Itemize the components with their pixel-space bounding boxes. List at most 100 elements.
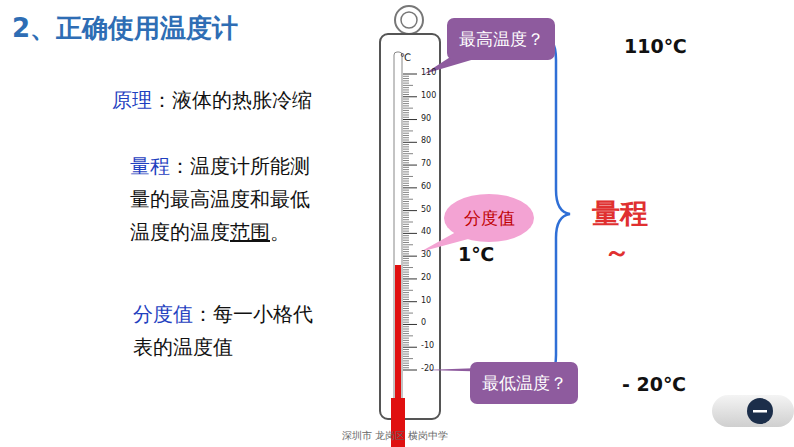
scale-tick bbox=[403, 226, 409, 227]
scale-tick bbox=[403, 247, 409, 248]
slide-title: 2、正确使用温度计 bbox=[12, 14, 238, 44]
scale-tick bbox=[403, 112, 409, 113]
scale-tick bbox=[403, 103, 409, 104]
callout-text: 最高温度？ bbox=[459, 28, 544, 51]
scale-number: 100 bbox=[421, 91, 436, 100]
scale-tick bbox=[403, 363, 409, 364]
scale-tick bbox=[403, 347, 417, 348]
scale-tick bbox=[403, 269, 409, 270]
scale-tick bbox=[403, 303, 409, 304]
definition-paragraph: 分度值：每一小格代表的温度值 bbox=[133, 298, 323, 364]
scale-tick bbox=[403, 244, 413, 245]
watermark: 深圳市 龙岗区 横岗中学 bbox=[342, 430, 448, 442]
scale-number: 90 bbox=[421, 114, 431, 123]
range-tilde: ～ bbox=[604, 238, 630, 268]
scale-tick bbox=[403, 165, 417, 166]
scale-number: 110 bbox=[421, 68, 436, 77]
scale-tick bbox=[403, 142, 417, 143]
callout-text: 最低温度？ bbox=[482, 372, 567, 395]
callout-ellipse: 分度值 bbox=[444, 194, 534, 242]
scale-tick bbox=[403, 344, 409, 345]
scale-tick bbox=[403, 210, 417, 211]
scale-tick bbox=[403, 128, 409, 129]
scale-tick bbox=[403, 101, 409, 102]
scale-number: 40 bbox=[421, 227, 431, 236]
scale-number: 60 bbox=[421, 182, 431, 191]
scale-tick bbox=[403, 251, 409, 252]
min-temp-value: - 20℃ bbox=[622, 374, 686, 396]
scale-tick bbox=[403, 326, 409, 327]
scale-tick bbox=[403, 215, 409, 216]
scale-tick bbox=[403, 187, 417, 188]
scale-tick bbox=[403, 308, 409, 309]
scale-number: 0 bbox=[421, 318, 426, 327]
scale-tick bbox=[403, 144, 409, 145]
scale-tick bbox=[403, 140, 409, 141]
scale-tick bbox=[403, 74, 417, 75]
division-value: 1℃ bbox=[458, 244, 494, 266]
definition-paragraph: 量程：温度计所能测量的最高温度和最低温度的温度范围。 bbox=[130, 150, 320, 249]
scale-tick bbox=[403, 333, 409, 334]
scale-tick bbox=[403, 83, 409, 84]
thermometer-ring bbox=[395, 6, 423, 34]
scale-tick bbox=[403, 212, 409, 213]
max-temp-value: 110℃ bbox=[624, 36, 687, 58]
scale-tick bbox=[403, 370, 417, 371]
scale-tick bbox=[403, 297, 409, 298]
scale-tick bbox=[403, 290, 413, 291]
scale-tick bbox=[403, 78, 409, 79]
scale-tick bbox=[403, 262, 409, 263]
scale-tick bbox=[403, 185, 409, 186]
scale-tick bbox=[403, 176, 413, 177]
scale-tick bbox=[403, 276, 409, 277]
scale-tick bbox=[403, 108, 413, 109]
range-label: 量程 bbox=[592, 198, 648, 230]
scale-tick bbox=[403, 94, 409, 95]
scale-tick bbox=[403, 87, 409, 88]
scale-tick bbox=[403, 331, 409, 332]
scale-tick bbox=[403, 117, 409, 118]
definition-paragraph: 原理：液体的热胀冷缩 bbox=[112, 84, 382, 117]
scale-tick bbox=[403, 110, 409, 111]
scale-tick bbox=[403, 340, 409, 341]
scale-tick bbox=[403, 169, 409, 170]
scale-tick bbox=[403, 256, 417, 257]
scale-tick bbox=[403, 267, 413, 268]
scale-tick bbox=[403, 89, 409, 90]
scale-tick bbox=[403, 310, 409, 311]
unit-symbol: ℃ bbox=[400, 52, 411, 64]
scale-tick bbox=[403, 356, 409, 357]
scale-tick bbox=[403, 96, 417, 97]
scale-tick bbox=[403, 105, 409, 106]
scale-tick bbox=[403, 358, 413, 359]
scale-tick bbox=[403, 315, 409, 316]
scale-tick bbox=[403, 301, 417, 302]
scale-tick bbox=[403, 274, 409, 275]
scale-tick bbox=[403, 194, 409, 195]
scale-tick bbox=[403, 174, 409, 175]
scale-tick bbox=[403, 242, 409, 243]
scale-tick bbox=[403, 228, 409, 229]
scale-tick bbox=[403, 190, 409, 191]
scale-tick bbox=[403, 160, 409, 161]
scale-tick bbox=[403, 299, 409, 300]
scale-tick bbox=[403, 146, 409, 147]
scale-tick bbox=[403, 137, 409, 138]
scale-tick bbox=[403, 360, 409, 361]
scale-tick bbox=[403, 322, 409, 323]
scale-tick bbox=[403, 219, 409, 220]
scale-tick bbox=[403, 253, 409, 254]
scale-tick bbox=[403, 206, 409, 207]
scale-tick bbox=[403, 126, 409, 127]
scale-number: -20 bbox=[421, 364, 434, 373]
definition-text: 范围 bbox=[230, 220, 270, 244]
scale-tick bbox=[403, 99, 409, 100]
scale-tick bbox=[403, 196, 409, 197]
scale-number: 10 bbox=[421, 296, 431, 305]
scale-tick bbox=[403, 124, 409, 125]
range-brace bbox=[540, 35, 570, 380]
nav-button-dash bbox=[753, 410, 767, 413]
scale-tick bbox=[403, 222, 413, 223]
scale-number: -10 bbox=[421, 341, 434, 350]
